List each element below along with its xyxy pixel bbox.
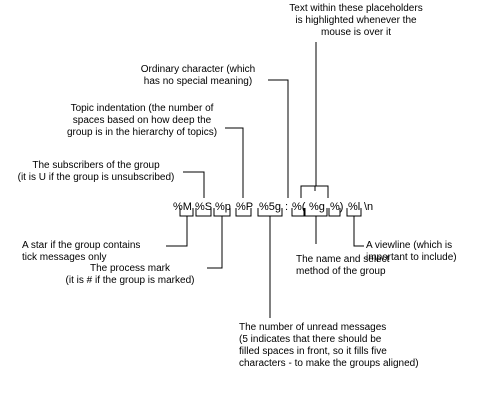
token-g: %g	[309, 201, 325, 213]
annotation-ordinary: Ordinary character (which has no special…	[140, 64, 256, 87]
bracket-open	[291, 208, 305, 217]
token-p: %p	[215, 201, 231, 213]
leader-viewline	[353, 216, 364, 247]
annotation-viewline: A viewline (which is important to includ…	[366, 240, 457, 263]
token-l: %l	[348, 201, 361, 213]
leader-process	[207, 216, 223, 269]
token-newline: \n	[364, 201, 374, 213]
annotation-star: A star if the group contains tick messag…	[22, 240, 141, 263]
bracket-close	[328, 208, 341, 217]
annotation-placeholders: Text within these placeholders is highli…	[289, 3, 423, 38]
leader-ordinary	[268, 79, 289, 198]
token-M: %M	[173, 201, 192, 213]
leader-indentation	[225, 127, 244, 198]
leader-subscribers	[183, 171, 205, 198]
token-close: %)	[330, 201, 344, 213]
annotation-unread: The number of unread messages (5 indicat…	[239, 322, 419, 369]
leader-star	[166, 216, 188, 247]
annotation-process: The process mark (it is # if the group i…	[65, 263, 195, 286]
annotation-name: The name and select method of the group	[296, 254, 390, 277]
token-colon: :	[285, 201, 289, 213]
annotation-subscribers: The subscribers of the group (it is U if…	[17, 160, 175, 183]
token-5g: %5g	[259, 201, 282, 213]
token-S: %S	[195, 201, 213, 213]
bracket-S	[195, 208, 212, 217]
token-open: %(	[292, 201, 306, 213]
token-P: %P	[236, 201, 254, 213]
annotation-indentation: Topic indentation (the number of spaces …	[66, 103, 218, 138]
bracket-P	[235, 208, 252, 217]
